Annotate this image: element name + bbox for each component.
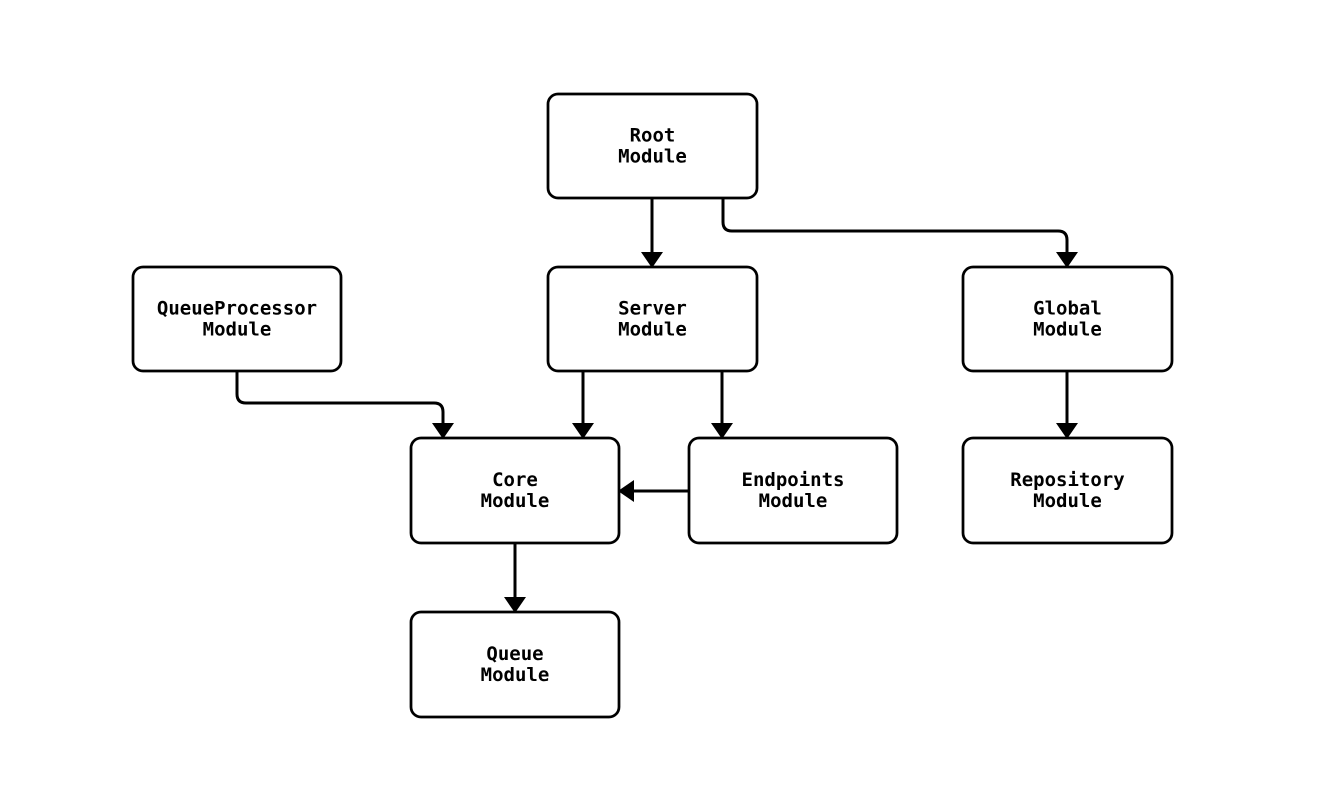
edge-root-to-global [721, 198, 1078, 268]
node-label-line: Queue [486, 643, 543, 665]
node-label-line: Module [759, 490, 828, 512]
node-label-line: Module [481, 490, 550, 512]
node-label-line: Repository [1010, 469, 1124, 491]
node-label-line: Module [1033, 319, 1102, 341]
node-label-line: Endpoints [742, 469, 845, 491]
node-label-line: Global [1033, 298, 1102, 320]
node-label-line: Module [203, 319, 272, 341]
node-box [409, 610, 621, 719]
node-box [409, 436, 621, 545]
node-box [687, 436, 899, 545]
node-label-line: QueueProcessor [157, 298, 317, 320]
node-box [961, 436, 1174, 545]
node-label-line: Core [492, 469, 538, 491]
edge-queueprocessor-to-core [235, 371, 454, 439]
node-label-line: Module [481, 664, 550, 686]
node-box [546, 265, 759, 373]
node-label-line: Root [630, 125, 676, 147]
edges-layer [235, 198, 1078, 613]
node-label-line: Module [1033, 490, 1102, 512]
node-label-line: Module [618, 319, 687, 341]
node-box [546, 92, 759, 200]
node-label-line: Server [618, 298, 687, 320]
node-box [131, 265, 343, 373]
node-label-line: Module [618, 146, 687, 168]
node-box [961, 265, 1174, 373]
